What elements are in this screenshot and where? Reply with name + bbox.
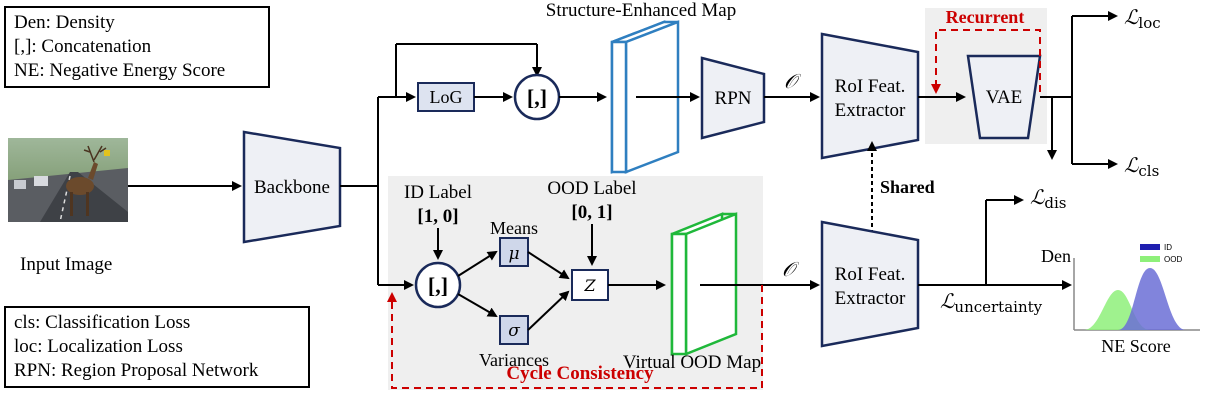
z-symbol: Z xyxy=(583,276,596,295)
legend-id-swatch xyxy=(1140,244,1160,250)
mu-box xyxy=(499,237,529,267)
score-plot-xlabel: NE Score xyxy=(1101,336,1170,356)
roi-top-line2: Extractor xyxy=(835,100,906,121)
backbone-label: Backbone xyxy=(254,177,330,198)
recurrent-label: Recurrent xyxy=(946,7,1025,27)
legend-abbreviations-top: Den: Density [,]: Concatenation NE: Nega… xyxy=(4,6,270,88)
id-label-line1: ID Label xyxy=(404,182,472,203)
means-label: Means xyxy=(490,218,538,238)
variances-label: Variances xyxy=(479,350,549,370)
vae-module xyxy=(966,54,1042,140)
sigma-symbol: σ xyxy=(508,321,520,341)
log-label: LoG xyxy=(430,87,463,107)
legend-line-loc: loc: Localization Loss xyxy=(14,336,183,357)
loss-uncertainty: ℒuncertainty xyxy=(940,289,1043,316)
loss-dis: ℒdis xyxy=(1030,185,1067,212)
ood-label-line2: [0, 1] xyxy=(571,202,612,223)
sigma-box xyxy=(499,315,529,345)
legend-ood-label: OOD xyxy=(1164,255,1182,264)
input-image xyxy=(8,138,128,223)
legend-line-cls: cls: Classification Loss xyxy=(14,312,191,333)
proposal-symbol-top: 𝒪 xyxy=(784,69,802,93)
virtual-map-label: Virtual OOD Map xyxy=(623,352,761,373)
backbone-module xyxy=(242,130,342,244)
id-label-line2: [1, 0] xyxy=(417,206,458,227)
roi-extractor-bottom xyxy=(820,220,920,348)
legend-line-ne: NE: Negative Energy Score xyxy=(14,60,226,81)
vae-label: VAE xyxy=(986,87,1023,108)
concat-node-bottom xyxy=(414,261,462,309)
shared-label: Shared xyxy=(880,177,935,197)
roi-bottom-line1: RoI Feat. xyxy=(835,264,906,285)
legend-line-concatenation: [,]: Concatenation xyxy=(14,36,152,57)
loss-cls: ℒcls xyxy=(1124,153,1159,180)
concat-bottom-label: [,] xyxy=(428,273,448,298)
mu-symbol: μ xyxy=(508,244,519,264)
cycle-consistency-loop xyxy=(387,285,763,389)
cycle-label: Cycle Consistency xyxy=(506,363,654,384)
rpn-module xyxy=(700,56,766,140)
ood-label-line1: OOD Label xyxy=(547,178,636,199)
legend-line-density: Den: Density xyxy=(14,12,115,33)
rpn-label: RPN xyxy=(715,88,752,109)
id-density-curve xyxy=(1118,268,1186,330)
ne-score-plot: ID OOD xyxy=(1073,243,1200,331)
legend-abbreviations-bottom: cls: Classification Loss loc: Localizati… xyxy=(4,306,310,388)
legend-id-label: ID xyxy=(1164,243,1172,252)
legend-line-rpn: RPN: Region Proposal Network xyxy=(14,360,259,381)
legend-ood-swatch xyxy=(1140,256,1160,262)
proposal-symbol-bottom: 𝒪 xyxy=(782,257,800,281)
recurrent-loop xyxy=(931,29,1041,94)
roi-top-line1: RoI Feat. xyxy=(835,76,906,97)
concat-top-label: [,] xyxy=(527,85,547,110)
roi-extractor-top xyxy=(820,32,920,160)
log-filter-box xyxy=(417,82,475,112)
roi-bottom-line2: Extractor xyxy=(835,288,906,309)
score-plot-ylabel: Den xyxy=(1041,246,1071,266)
loss-loc: ℒloc xyxy=(1124,5,1161,32)
input-image-caption: Input Image xyxy=(20,254,112,275)
structure-map-label: Structure-Enhanced Map xyxy=(546,0,736,21)
